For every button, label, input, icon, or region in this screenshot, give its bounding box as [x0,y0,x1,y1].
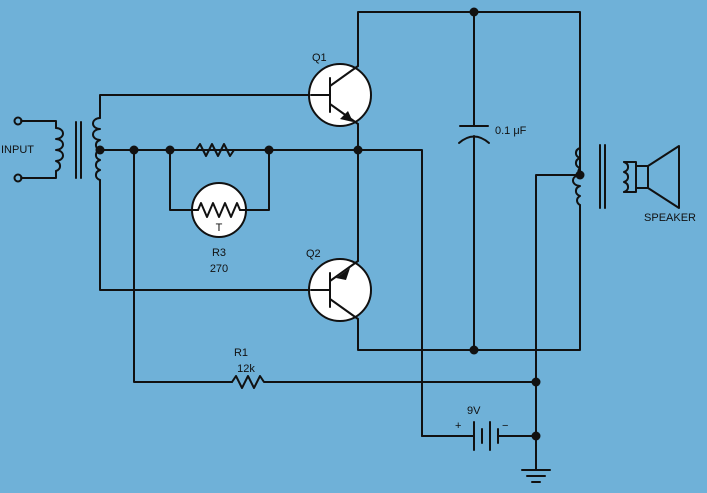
wire-top-rail [357,11,581,176]
battery-plus: + [455,420,461,432]
thermistor-icon [191,182,248,238]
r1-label: R1 [234,347,248,359]
input-label: INPUT [1,144,34,156]
capacitor-label: 0.1 μF [495,125,527,137]
wire-speaker-top [623,161,637,167]
input-transformer-icon [55,117,101,181]
thermistor-mark: T [216,222,223,234]
wire-r3-left [169,149,193,211]
junction-dots [95,7,585,441]
resistor-icon [169,143,270,157]
battery-minus: − [502,420,508,432]
wire-center-tap-output [535,174,581,447]
r1-resistor-icon [231,375,537,389]
input-terminals [13,116,57,183]
r3-value: 270 [210,263,228,275]
r1-value: 12k [237,363,255,375]
q1-label: Q1 [312,52,327,64]
speaker-icon [635,145,680,209]
r3-label: R3 [212,247,226,259]
wire-speaker-bottom [623,187,637,193]
speaker-label: SPEAKER [644,212,696,224]
output-transformer-icon [572,144,630,209]
q2-label: Q2 [306,248,321,260]
wire-bottom-rail [357,204,581,351]
wire-q2-base [99,179,312,291]
ground-icon [521,445,551,483]
wire-q1-base [99,94,312,119]
q1-transistor-npn-icon [308,63,372,127]
wire-r1-left [133,149,233,383]
capacitor-icon [458,11,490,351]
wire-r3-right [246,149,270,211]
q2-transistor-pnp-icon [308,258,372,322]
battery-label: 9V [467,405,481,417]
wire-to-battery-plus [357,149,423,437]
battery-icon [421,421,537,451]
